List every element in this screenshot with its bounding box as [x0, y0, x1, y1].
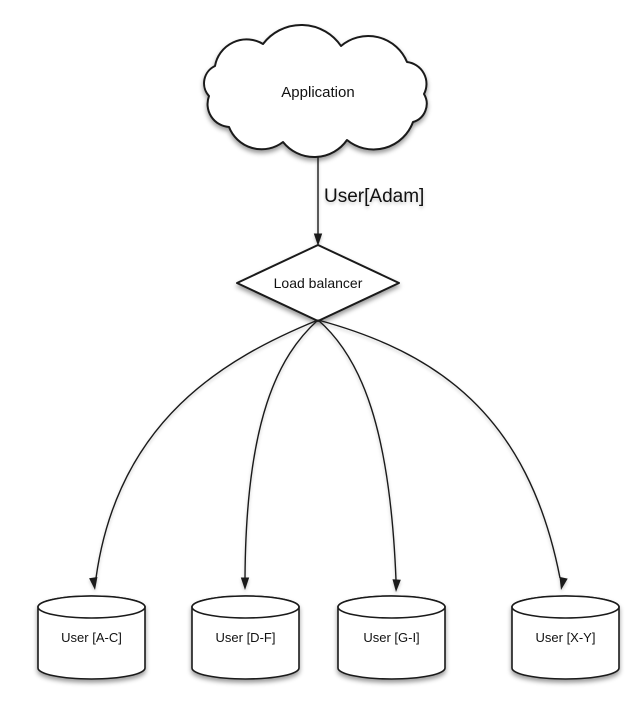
cylinder-top-icon: [37, 595, 146, 619]
arrowhead-icon: [240, 577, 250, 590]
edge-app-to-lb: User[Adam]: [313, 156, 424, 246]
cylinder-top-icon: [191, 595, 300, 619]
edge-line-shard-3: [317, 319, 561, 579]
application-cloud-node: Application: [203, 23, 428, 159]
cloud-icon: [203, 23, 428, 159]
arrowhead-icon: [313, 233, 323, 246]
cylinder-top-icon: [337, 595, 446, 619]
arrowhead-icon: [89, 577, 98, 590]
shard-label-d-f: User [D-F]: [216, 630, 276, 645]
arrowhead-icon: [559, 576, 568, 590]
edge-line-shard-0: [95, 319, 319, 579]
diamond-icon: [236, 244, 400, 322]
edges-lb-to-shards: [89, 319, 568, 592]
arrowhead-icon: [392, 579, 401, 592]
shard-label-a-c: User [A-C]: [61, 630, 122, 645]
edge-line-shard-2: [317, 319, 397, 581]
shard-node-g-i: User [G-I]: [337, 595, 446, 680]
load-balancer-node: Load balancer: [236, 244, 400, 322]
edge-app-to-lb-label: User[Adam]: [324, 186, 424, 207]
shard-node-d-f: User [D-F]: [191, 595, 300, 680]
shard-label-x-y: User [X-Y]: [536, 630, 596, 645]
shard-label-g-i: User [G-I]: [363, 630, 419, 645]
shard-node-x-y: User [X-Y]: [511, 595, 620, 680]
edge-line-shard-1: [244, 319, 319, 579]
load-balancer-label: Load balancer: [274, 275, 363, 291]
cylinder-top-icon: [511, 595, 620, 619]
shard-node-a-c: User [A-C]: [37, 595, 146, 680]
application-label: Application: [281, 84, 354, 101]
